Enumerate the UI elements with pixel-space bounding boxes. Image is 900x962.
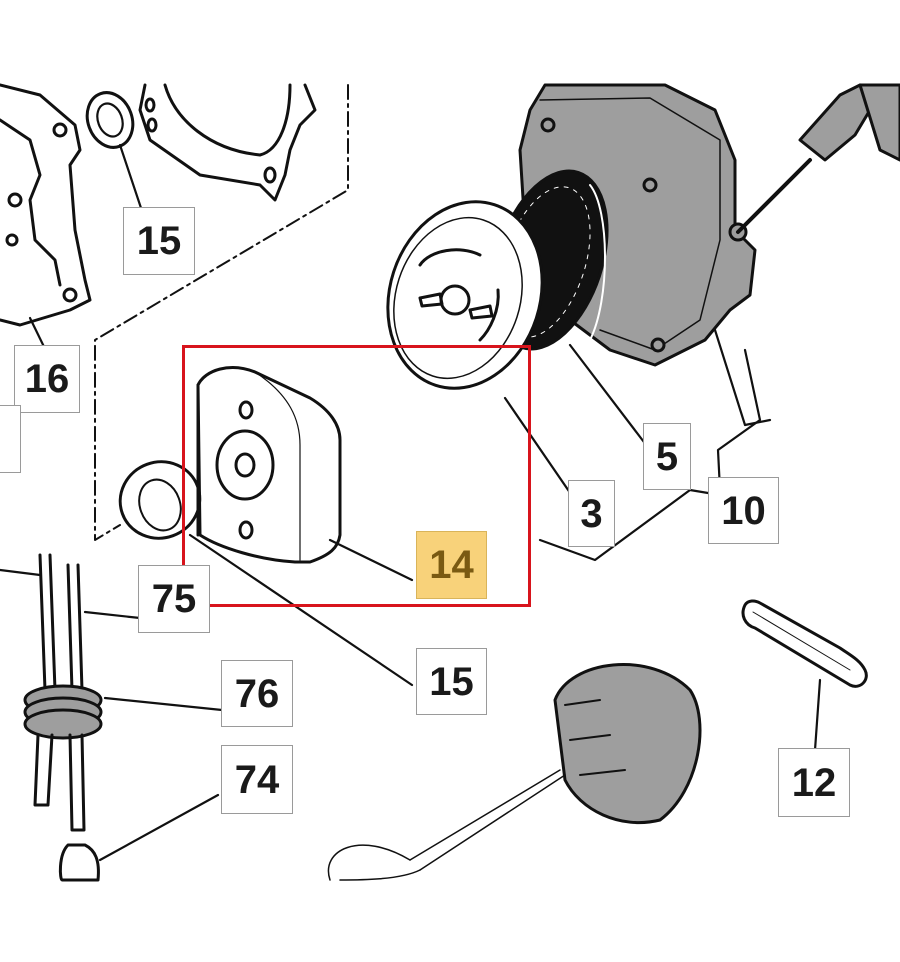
- callout-15-upper[interactable]: 15: [123, 207, 195, 275]
- fuel-cap: [327, 663, 702, 881]
- fuel-lines: [23, 553, 103, 882]
- callout-15-lower[interactable]: 15: [416, 648, 487, 715]
- callout-14-highlighted[interactable]: 14: [416, 531, 487, 599]
- callout-76[interactable]: 76: [221, 660, 293, 727]
- assembly-boundary: [94, 84, 349, 541]
- oil-seal-upper: [85, 91, 135, 149]
- callout-7-partial[interactable]: 7: [0, 405, 21, 473]
- crankcase-part: [0, 83, 92, 327]
- gasket-part: [138, 83, 317, 202]
- washer: [118, 460, 202, 540]
- callout-74[interactable]: 74: [221, 745, 293, 814]
- leader-lines: [0, 143, 822, 862]
- starter-pulley: [386, 200, 544, 390]
- callout-10[interactable]: 10: [708, 477, 779, 544]
- callout-75[interactable]: 75: [138, 565, 210, 633]
- callout-16[interactable]: 16: [14, 345, 80, 413]
- pulley-plate: [196, 366, 342, 564]
- callout-5[interactable]: 5: [643, 423, 691, 490]
- callout-12[interactable]: 12: [778, 748, 850, 817]
- callout-3[interactable]: 3: [568, 480, 615, 547]
- handle-grip: [741, 599, 868, 688]
